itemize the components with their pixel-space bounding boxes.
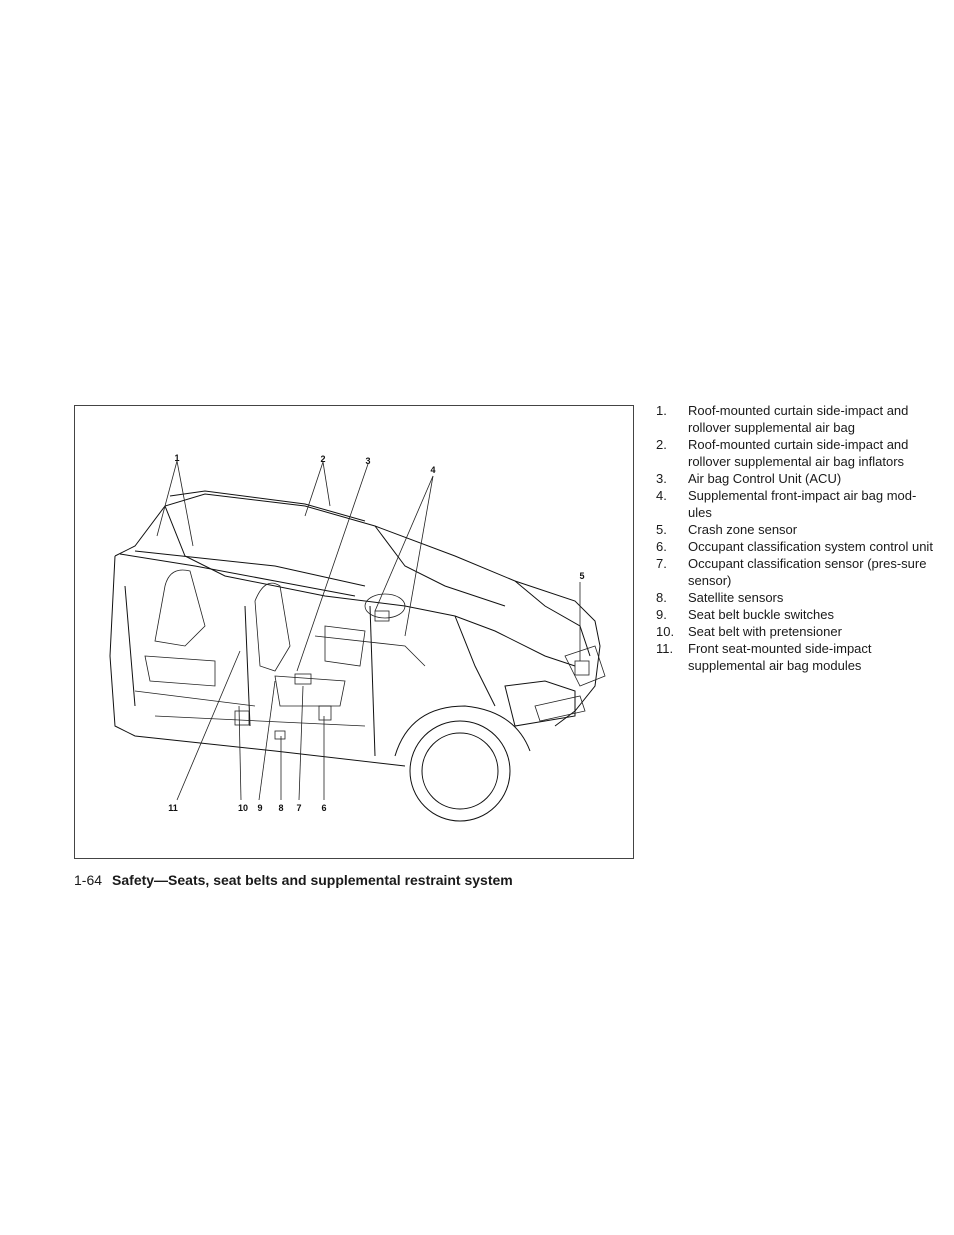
section-title: Safety—Seats, seat belts and supplementa… (112, 872, 513, 888)
callout-7: 7 (296, 803, 301, 813)
legend-item: 5. Crash zone sensor (656, 521, 936, 538)
legend-item: 7. Occupant classification sensor (pres-s… (656, 555, 936, 589)
legend-text: Roof-mounted curtain side-impact and rol… (688, 437, 909, 469)
legend-text: Air bag Control Unit (ACU) (688, 471, 842, 486)
legend-number: 1. (656, 403, 667, 418)
callout-11: 11 (168, 803, 178, 813)
page-footer: 1-64 Safety—Seats, seat belts and supplem… (74, 872, 513, 888)
component-legend: 1. Roof-mounted curtain side-impact and r… (656, 402, 936, 674)
legend-number: 11. (656, 641, 674, 656)
legend-number: 3. (656, 471, 667, 486)
callouts: 1 2 3 4 5 11 10 9 8 7 6 (168, 453, 584, 813)
callout-4: 4 (430, 465, 435, 475)
callout-3: 3 (365, 456, 370, 466)
legend-number: 9. (656, 607, 667, 622)
legend-number: 6. (656, 539, 667, 554)
legend-text: Seat belt buckle switches (688, 607, 834, 622)
legend-item: 1. Roof-mounted curtain side-impact and r… (656, 402, 936, 436)
vehicle-drawing: 1 2 3 4 5 11 10 9 8 7 6 (109, 453, 606, 822)
legend-item: 8. Satellite sensors (656, 589, 936, 606)
callout-10: 10 (238, 803, 248, 813)
legend-text: Occupant classification system control u… (688, 539, 933, 554)
legend-text: Roof-mounted curtain side-impact and rol… (688, 403, 909, 435)
legend-text: Seat belt with pretensioner (688, 624, 842, 639)
page-number: 1-64 (74, 872, 103, 888)
legend-number: 7. (656, 556, 667, 571)
vehicle-outline (109, 490, 606, 822)
legend-number: 10. (656, 624, 675, 639)
legend-number: 2. (656, 437, 667, 452)
callout-5: 5 (579, 571, 584, 581)
legend-item: 9. Seat belt buckle switches (656, 606, 936, 623)
legend-number: 8. (656, 590, 667, 605)
legend-text: Front seat-mounted side-impact supplemen… (688, 641, 872, 673)
legend-text: Satellite sensors (688, 590, 784, 605)
legend-number: 4. (656, 488, 667, 503)
legend-number: 5. (656, 522, 667, 537)
callout-6: 6 (321, 803, 326, 813)
legend-text: Supplemental front-impact air bag mod-ul… (688, 488, 917, 520)
legend-item: 11. Front seat-mounted side-impact supple… (656, 640, 936, 674)
legend-item: 10. Seat belt with pretensioner (656, 623, 936, 640)
leader-lines (156, 460, 581, 801)
legend-text: Occupant classification sensor (pres-sur… (688, 556, 927, 588)
callout-8: 8 (278, 803, 283, 813)
legend-item: 4. Supplemental front-impact air bag mod-… (656, 487, 936, 521)
callout-2: 2 (320, 454, 325, 464)
callout-1: 1 (174, 453, 179, 463)
legend-item: 6. Occupant classification system control… (656, 538, 936, 555)
legend-item: 2. Roof-mounted curtain side-impact and r… (656, 436, 936, 470)
callout-9: 9 (257, 803, 262, 813)
legend-item: 3. Air bag Control Unit (ACU) (656, 470, 936, 487)
vehicle-srs-diagram: 1 2 3 4 5 11 10 9 8 7 6 (74, 405, 634, 859)
legend-text: Crash zone sensor (688, 522, 798, 537)
